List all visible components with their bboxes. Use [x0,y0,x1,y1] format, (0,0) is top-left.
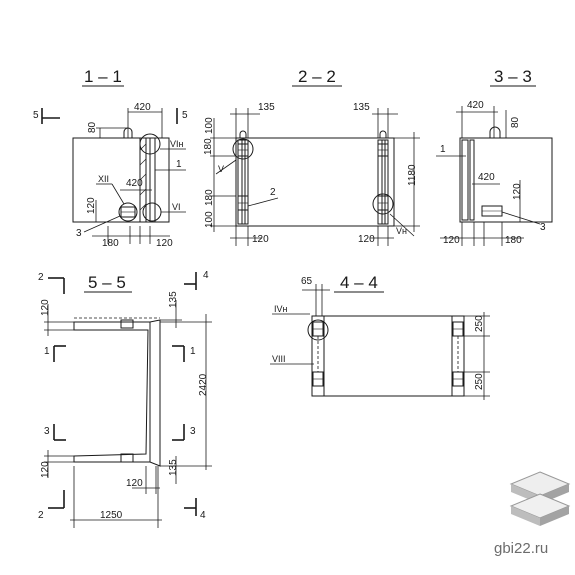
dim-5-5-width: 1250 [100,510,123,521]
node-label-XII: XII [98,174,109,184]
dim-1-1-bottom1: 180 [102,238,119,249]
node-label-IVH: IVн [274,304,288,314]
cut-label-2-bottom: 2 [38,510,44,521]
dim-2-2-left-c: 180 [204,189,215,206]
cut-label-3-right: 3 [190,426,196,437]
dim-1-1-left2: 120 [86,197,97,214]
cut-label-2-top: 2 [38,272,44,283]
dim-2-2-height: 1180 [407,164,418,186]
node-label-VIH: VIн [170,139,184,149]
dim-3-3-mid: 420 [478,172,495,183]
dim-2-2-bottom-left: 120 [252,234,269,245]
dim-3-3-right-top: 80 [510,116,521,128]
dim-3-3-bottom-right: 180 [505,235,522,246]
section-title-4-4: 4 – 4 [340,273,378,292]
cut-label-5-right: 5 [182,110,188,121]
dim-5-5-height: 2420 [198,373,209,396]
dim-2-2-left-a: 100 [204,117,215,134]
dim-5-5-left-top: 120 [40,299,51,316]
dim-2-2-top-right: 135 [353,102,370,113]
node-label-VIII: VIII [272,354,286,364]
section-title-2-2: 2 – 2 [298,67,336,86]
section-3-3: 3 – 3 420 80 1 420 120 3 120 180 [436,67,553,246]
cut-label-1-right: 1 [190,346,196,357]
cut-label-3-left: 3 [44,426,50,437]
position-label-3-3-3: 3 [540,222,546,233]
section-5-5: 5 – 5 2 4 1 1 3 3 2 4 12 [38,270,212,528]
dim-5-5-bottom-mid: 120 [126,478,143,489]
dim-2-2-left-b: 180 [203,138,214,155]
node-label-VH: Vн [396,226,407,236]
watermark-text: gbi22.ru [494,540,549,557]
dim-2-2-left-d: 100 [204,211,215,228]
dim-3-3-bottom-left: 120 [443,235,460,246]
dim-1-1-top: 420 [134,102,151,113]
cut-label-1-left: 1 [44,346,50,357]
position-label-3: 3 [76,228,82,239]
cut-label-5-left: 5 [33,110,39,121]
dim-1-1-bottom2: 120 [156,238,173,249]
dim-4-4-right-top: 250 [474,315,485,332]
section-1-1: 1 – 1 5 5 420 80 VIн [33,67,188,249]
dim-1-1-mid: 420 [126,178,143,189]
dim-4-4-top: 65 [301,276,313,287]
section-2-2: 2 – 2 135 135 [203,67,420,246]
dim-2-2-bottom-right: 120 [358,234,375,245]
dim-2-2-top-left: 135 [258,102,275,113]
section-title-3-3: 3 – 3 [494,67,532,86]
dim-3-3-right: 120 [512,183,523,200]
dim-4-4-right-bot: 250 [474,373,485,390]
position-label-2: 2 [270,187,276,198]
section-4-4: 4 – 4 65 IVн VIII 250 250 [270,273,490,400]
position-label-1: 1 [176,159,182,170]
dim-5-5-right-top: 135 [168,291,179,308]
dim-5-5-left-bot: 120 [40,461,51,478]
cut-label-4-top: 4 [203,270,209,281]
dim-5-5-right-bot: 135 [168,459,179,476]
section-title-5-5: 5 – 5 [88,273,126,292]
dim-1-1-left: 80 [87,121,98,133]
node-label-V: V [218,164,224,174]
section-title-1-1: 1 – 1 [84,67,122,86]
dim-3-3-top: 420 [467,100,484,111]
watermark-logo [509,471,571,526]
position-label-3-3-1: 1 [440,144,446,155]
cut-label-4-bottom: 4 [200,510,206,521]
node-label-VI: VI [172,202,181,212]
